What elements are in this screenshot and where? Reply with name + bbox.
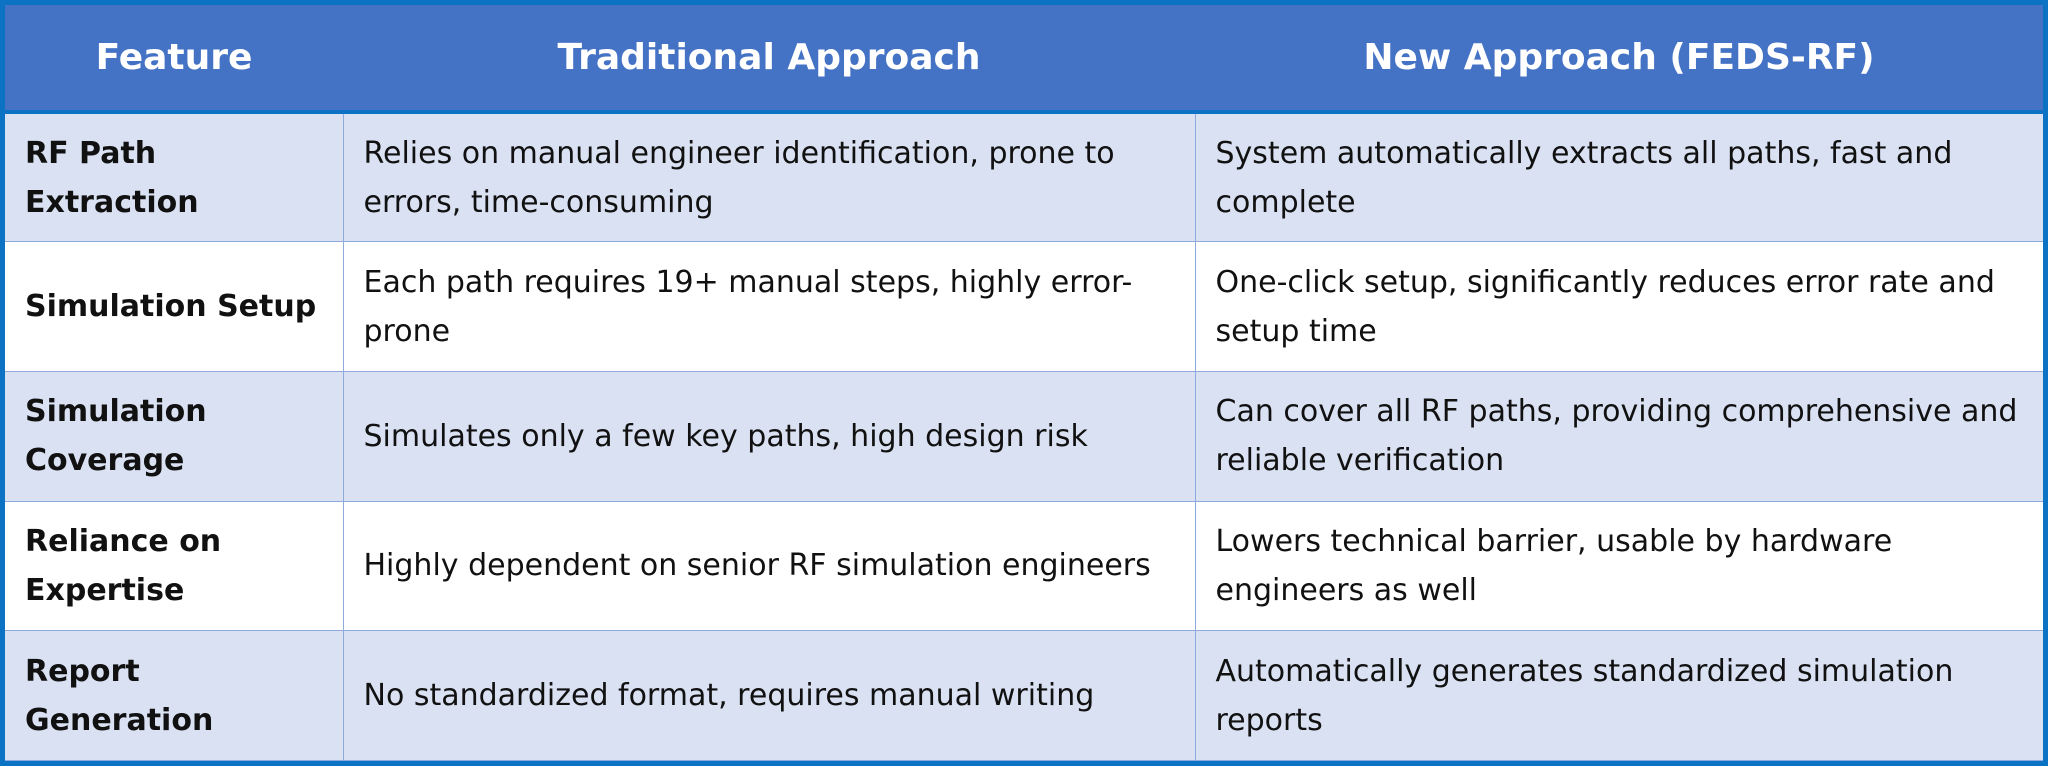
table-row: Simulation Setup Each path requires 19+ … (5, 241, 2043, 372)
row-traditional-cell: Relies on manual engineer identification… (343, 111, 1196, 243)
comparison-table: Feature Traditional Approach New Approac… (5, 5, 2043, 761)
table-header-row: Feature Traditional Approach New Approac… (5, 5, 2043, 114)
row-new-cell: Can cover all RF paths, providing compre… (1195, 370, 2043, 502)
row-traditional-cell: Simulates only a few key paths, high des… (343, 370, 1196, 502)
row-feature-cell: RF Path Extraction (5, 111, 344, 243)
row-feature-cell: Simulation Setup (5, 241, 344, 372)
row-traditional-cell: Each path requires 19+ manual steps, hig… (343, 241, 1196, 372)
header-traditional-approach: Traditional Approach (343, 5, 1195, 114)
header-new-approach: New Approach (FEDS-RF) (1195, 5, 2043, 114)
row-traditional-cell: No standardized format, requires manual … (343, 630, 1196, 761)
row-feature-cell: Report Generation (5, 630, 344, 761)
row-feature-cell: Simulation Coverage (5, 370, 344, 502)
table-row: Simulation Coverage Simulates only a few… (5, 370, 2043, 502)
row-new-cell: One-click setup, significantly reduces e… (1195, 241, 2043, 372)
row-new-cell: Lowers technical barrier, usable by hard… (1195, 500, 2043, 632)
row-feature-cell: Reliance on Expertise (5, 500, 344, 632)
row-traditional-cell: Highly dependent on senior RF simulation… (343, 500, 1196, 632)
header-feature: Feature (5, 5, 343, 114)
table-row: Report Generation No standardized format… (5, 630, 2043, 761)
row-new-cell: System automatically extracts all paths,… (1195, 111, 2043, 243)
table-row: RF Path Extraction Relies on manual engi… (5, 111, 2043, 243)
row-new-cell: Automatically generates standardized sim… (1195, 630, 2043, 761)
table-row: Reliance on Expertise Highly dependent o… (5, 500, 2043, 632)
